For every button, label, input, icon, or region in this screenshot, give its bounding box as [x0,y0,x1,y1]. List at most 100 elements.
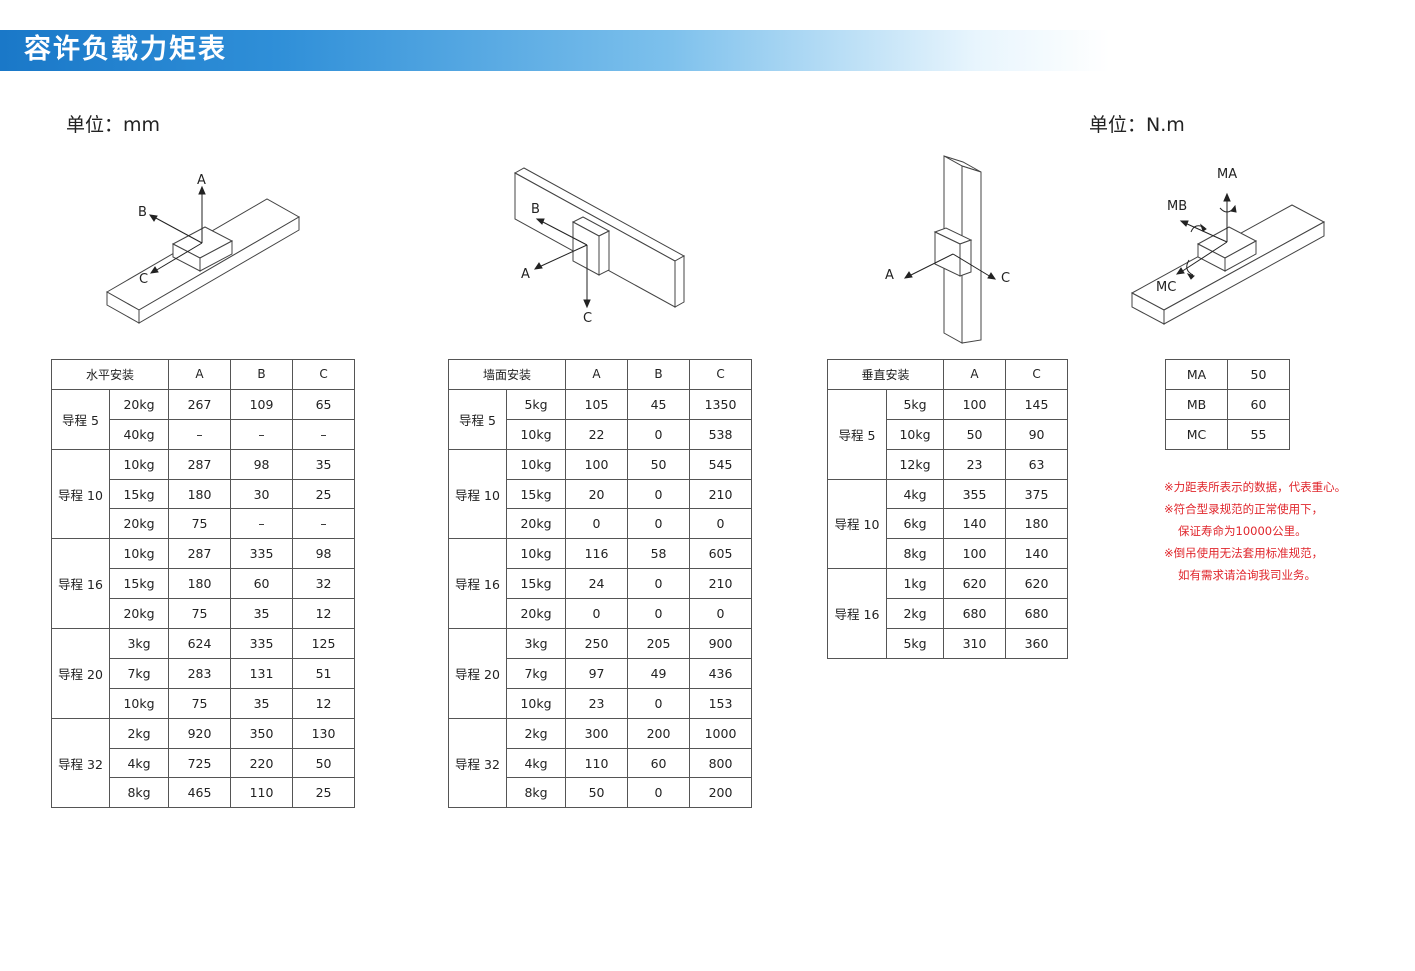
value-cell: 105 [565,388,629,420]
column-header: B [230,359,294,390]
axis-a-label: A [197,173,206,188]
lead-cell: 导程 10 [51,448,110,540]
load-cell: 12kg [885,448,945,480]
slider-side-face [959,239,972,277]
page-title: 容许负载力矩表 [24,34,227,65]
load-cell: 15kg [505,478,567,510]
lead-cell: 导程 20 [51,628,110,719]
value-cell: 35 [230,598,294,630]
unit-label-nm: 单位：N.m [1089,114,1185,136]
vertical-mount-diagram: A C [885,155,1010,344]
value-cell: – [168,418,232,450]
value-cell: 0 [627,418,691,450]
load-cell: 3kg [108,628,170,659]
load-cell: 15kg [505,568,567,600]
value-cell: 35 [230,687,294,719]
load-cell: 8kg [885,538,945,570]
load-cell: 7kg [108,657,170,689]
value-cell: 436 [689,657,753,689]
value-cell: 140 [1005,538,1069,570]
value-cell: 624 [168,628,232,659]
value-cell: 12 [292,687,356,719]
value-cell: 24 [565,568,629,600]
value-cell: 287 [168,448,232,480]
moment-mc-rotation [1186,259,1194,276]
axis-c-arrow [952,253,992,278]
value-cell: 375 [1005,478,1069,510]
note-line: ※倒吊使用无法套用标准规范， [1164,546,1324,560]
value-cell: 75 [168,687,232,719]
column-header: C [689,359,753,390]
value-cell: 25 [292,777,356,809]
value-cell: 12 [292,598,356,630]
value-cell: 60 [230,568,294,600]
title-banner: 容许负载力矩表 [0,30,1110,71]
value-cell: 900 [689,628,753,659]
value-cell: 140 [943,508,1007,540]
lead-cell: 导程 10 [448,448,507,540]
value-cell: 180 [168,568,232,600]
moment-diagram: MA MB MC [1130,167,1326,325]
axis-a-label: A [885,268,894,283]
value-cell: 180 [1005,508,1069,540]
value-cell: 0 [565,508,629,540]
value-cell: 51 [292,657,356,689]
value-cell: 50 [943,418,1007,450]
value-cell: 0 [565,598,629,630]
load-cell: 5kg [885,388,945,420]
value-cell: 1000 [689,717,753,749]
value-cell: 110 [565,747,629,779]
value-cell: 98 [292,538,356,570]
value-cell: 130 [292,717,356,749]
value-cell: 250 [565,628,629,659]
value-cell: 355 [943,478,1007,510]
value-cell: 0 [689,508,753,540]
axis-b-arrow [540,220,588,246]
load-cell: 3kg [505,628,567,659]
value-cell: 0 [627,777,691,809]
unit-label-mm: 单位：mm [66,114,161,136]
lead-cell: 导程 32 [51,717,110,809]
value-cell: 100 [943,388,1007,420]
axis-b-label: B [138,205,147,220]
value-cell: 360 [1005,628,1069,659]
value-cell: 0 [689,598,753,630]
load-cell: 40kg [108,418,170,450]
rail-side-face [138,216,300,324]
column-header: A [943,359,1007,390]
slider-side-face [1224,240,1257,272]
load-cell: 15kg [108,478,170,510]
value-cell: 49 [627,657,691,689]
moment-mc-label: MC [1156,280,1176,295]
value-cell: 267 [168,388,232,420]
column-header: C [1005,359,1069,390]
value-cell: 100 [565,448,629,480]
value-cell: 0 [627,508,691,540]
column-header: A [565,359,629,390]
load-cell: 2kg [108,717,170,749]
value-cell: 50 [292,747,356,779]
value-cell: 287 [168,538,232,570]
load-cell: 4kg [885,478,945,510]
value-cell: 0 [627,478,691,510]
value-cell: 605 [689,538,753,570]
load-cell: 10kg [108,687,170,719]
load-cell: 20kg [108,598,170,630]
axis-c-label: C [1001,271,1010,286]
